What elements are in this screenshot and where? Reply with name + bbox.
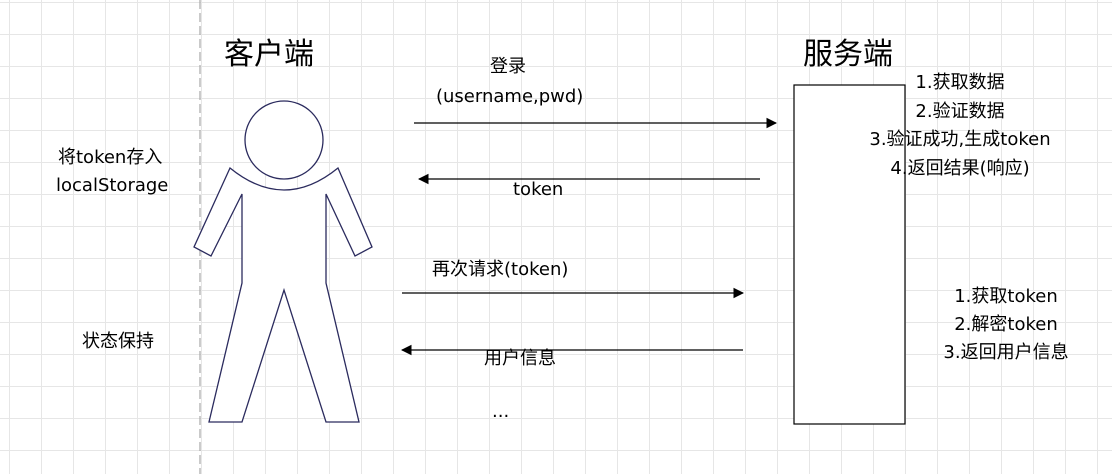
ellipsis-label: ...	[492, 401, 510, 422]
client-title: 客户端	[224, 37, 314, 72]
client-note-store-token: 将token存入	[58, 147, 163, 168]
user-info-label: 用户信息	[484, 348, 556, 369]
server-login-step-1: 1.获取数据	[915, 72, 1005, 93]
server-login-step-2: 2.验证数据	[915, 101, 1005, 122]
login-params-label: (username,pwd)	[436, 86, 584, 107]
client-actor-figure	[193, 100, 373, 423]
server-login-step-4: 4.返回结果(响应)	[890, 158, 1030, 179]
server-lifeline-box	[793, 84, 906, 425]
server-login-step-3: 3.验证成功,生成token	[869, 129, 1051, 150]
server-request-step-2: 2.解密token	[954, 314, 1058, 335]
server-title: 服务端	[803, 37, 893, 72]
request-again-label: 再次请求(token)	[432, 259, 569, 280]
server-request-step-1: 1.获取token	[954, 286, 1058, 307]
server-request-step-3: 3.返回用户信息	[943, 342, 1069, 363]
client-note-localstorage: localStorage	[56, 175, 169, 196]
actor-head	[244, 100, 324, 180]
login-label: 登录	[490, 56, 526, 77]
token-return-label: token	[513, 179, 564, 200]
client-note-keep-state: 状态保持	[82, 331, 154, 352]
actor-body	[193, 166, 373, 423]
